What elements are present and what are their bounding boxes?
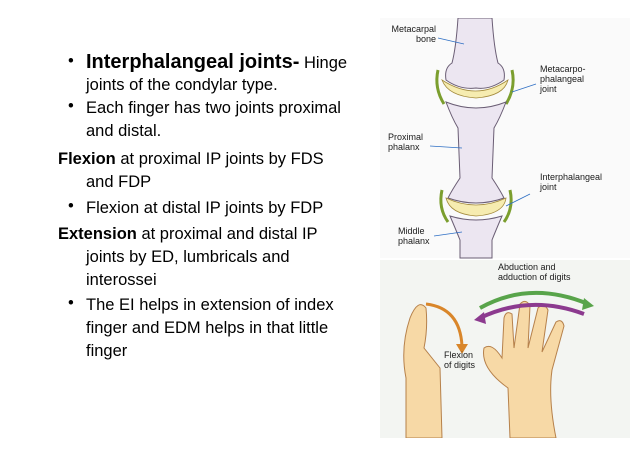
flexion-distal: Flexion at distal IP joints by FDP (86, 199, 324, 217)
leader-metacarpal (437, 37, 465, 45)
ip-cartilage (445, 197, 507, 217)
flexion-arrow (425, 302, 464, 347)
metacarpal-bone-shape (445, 17, 505, 89)
proximal-phalanx-shape (445, 101, 507, 204)
ei-edm-line-1: The EI helps in extension of index (86, 296, 334, 314)
leader-proximal (429, 145, 463, 149)
extension-cont-1: joints by ED, lumbricals and (86, 248, 290, 266)
bullet-marker: • (68, 97, 74, 115)
flexing-hand (403, 304, 443, 439)
mcp-cartilage (441, 79, 509, 99)
bullet-marker: • (68, 52, 74, 70)
abduction-arrowhead (582, 298, 594, 310)
bullet-two-joints: Each finger has two joints proximal (86, 99, 341, 117)
ip-joint-right (502, 189, 513, 223)
extension-rest: at proximal and distal IP (136, 225, 318, 243)
open-hand (483, 300, 565, 439)
extension: Extension at proximal and distal IP (58, 224, 318, 244)
heading-rest: Hinge (299, 54, 348, 72)
mcp-joint-right (504, 69, 515, 105)
bullet-interphalangeal: Interphalangeal joints- Hinge (86, 52, 347, 73)
adduction-arrow (479, 302, 585, 320)
flexion-rest: at proximal IP joints by FDS (115, 150, 324, 168)
middle-phalanx-shape (449, 215, 503, 259)
flexion-label: Flexion (58, 150, 116, 168)
flexion-proximal: Flexion at proximal IP joints by FDS (58, 149, 324, 169)
extension-label: Extension (58, 225, 137, 243)
extension-cont-2: interossei (86, 271, 157, 289)
finger-joint-illustration (380, 17, 630, 439)
leader-ip (505, 193, 531, 207)
adduction-arrowhead (474, 312, 486, 324)
ei-edm-line-3: finger (86, 342, 128, 360)
flexion-arrowhead (456, 344, 468, 354)
flexion-proximal-cont: and FDP (86, 173, 152, 191)
leader-middle (433, 231, 463, 237)
bullet-two-joints-cont: and distal. (86, 122, 162, 140)
bullet-interphalangeal-cont: joints of the condylar type. (86, 76, 278, 94)
ei-edm-line-2: finger and EDM helps in that little (86, 319, 329, 337)
bullet-marker: • (68, 294, 74, 312)
ip-joint-left (439, 189, 450, 223)
heading-interphalangeal: Interphalangeal joints- (86, 51, 300, 73)
leader-mcp (511, 83, 537, 93)
abduction-arrow (479, 290, 589, 310)
mcp-joint-left (435, 69, 446, 105)
bullet-marker: • (68, 197, 74, 215)
